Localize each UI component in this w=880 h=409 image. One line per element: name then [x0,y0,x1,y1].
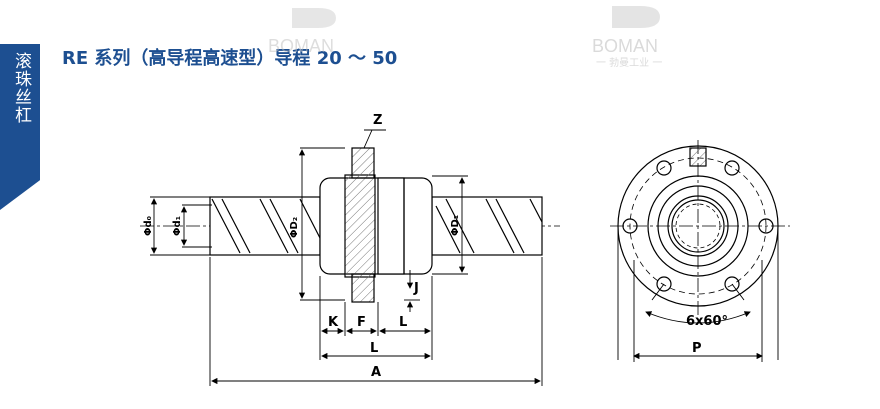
dim-label-z: Z [373,113,382,128]
page-title: RE 系列（高导程高速型）导程 20 ～ 50 [62,48,398,69]
side-view [140,147,560,303]
dim-label-d0: Φd₀ [143,216,154,236]
dim-label-j: J [413,281,419,296]
front-view-dimensions [617,226,779,362]
dim-label-p: P [692,341,702,356]
watermark-logo-right: BOMAN 一 勃曼工业 一 [592,6,662,69]
watermark-subtitle: 一 勃曼工业 一 [596,56,662,69]
dim-label-l-total: L [370,341,378,356]
watermark-logo-left: BOMAN [268,8,336,56]
category-side-tab: 滚珠丝杠 [0,44,40,210]
dimension-lines-side [150,129,543,386]
dim-label-f: F [357,315,366,330]
dim-label-l: L [399,315,407,330]
category-label: 滚珠丝杠 [11,52,31,124]
dim-label-d2: ΦD₂ [289,217,300,238]
watermark-brand-right: BOMAN [592,36,658,56]
dim-label-a: A [371,365,381,380]
dim-label-d1: Φd₁ [172,216,183,236]
dim-label-k: K [328,315,339,330]
dim-label-d1-big: ΦD₁ [450,215,461,236]
watermark-brand-left: BOMAN [268,36,334,56]
dim-label-bolt-pattern: 6x60° [686,314,728,329]
front-view [610,140,790,320]
